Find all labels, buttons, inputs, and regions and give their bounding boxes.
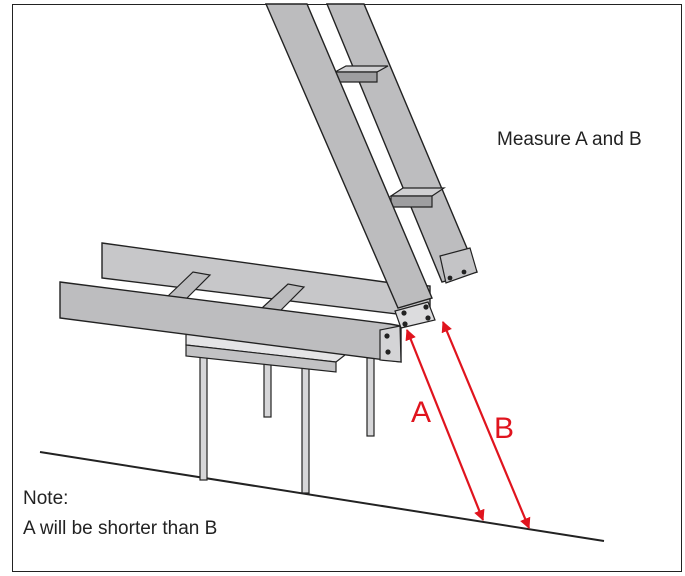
support-posts bbox=[200, 355, 374, 493]
measure-label-a: A bbox=[411, 398, 431, 428]
note-heading: Note: bbox=[23, 486, 68, 511]
instruction-text: Measure A and B bbox=[497, 127, 642, 152]
measure-arrow-b bbox=[443, 322, 529, 528]
note-body: A will be shorter than B bbox=[23, 516, 217, 541]
measure-label-b: B bbox=[494, 414, 514, 444]
